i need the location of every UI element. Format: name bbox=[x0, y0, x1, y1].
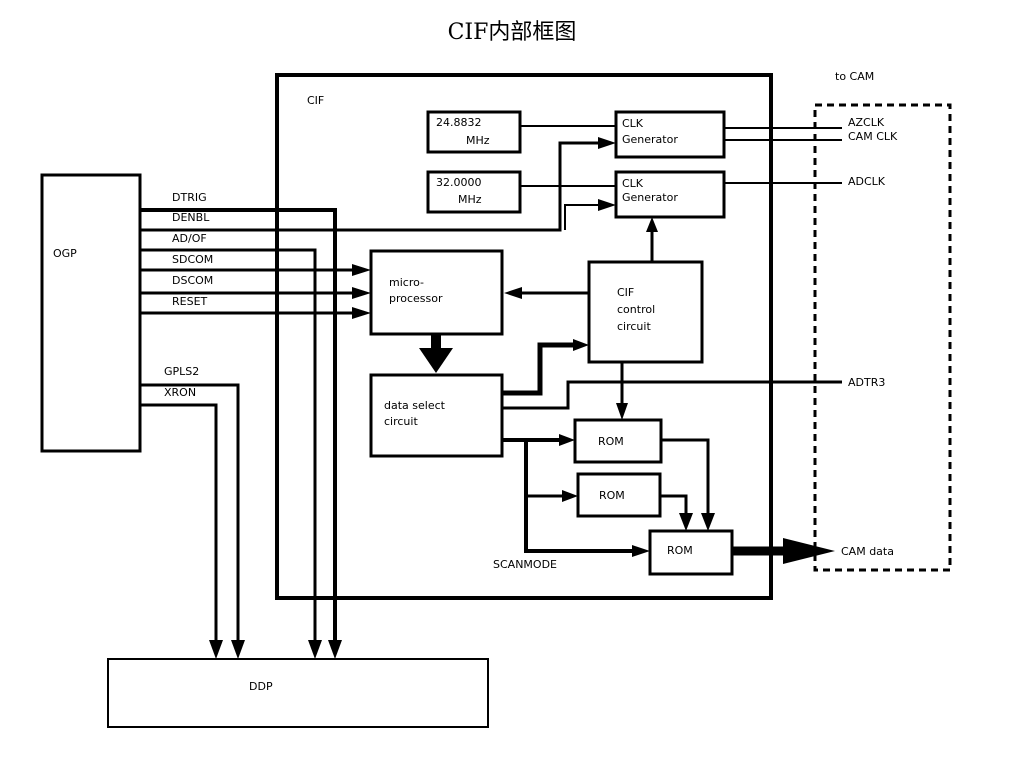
signal-camdata-label: CAM data bbox=[841, 545, 894, 558]
oscillator-24-block bbox=[426, 110, 522, 154]
signal-camclk-label: CAM CLK bbox=[848, 130, 898, 143]
signal-reset-label: RESET bbox=[172, 295, 208, 308]
ogp-label: OGP bbox=[53, 247, 77, 260]
arrow-denbl-clkgen1 bbox=[598, 137, 616, 149]
denbl-to-clkgen2 bbox=[564, 204, 602, 230]
control-circuit-line1: CIF bbox=[617, 286, 634, 299]
dtrig-line bbox=[140, 208, 337, 648]
rom-branch-vertical bbox=[524, 440, 634, 553]
clk-generator-2-line1: CLK bbox=[622, 177, 644, 190]
signal-denbl-label: DENBL bbox=[172, 211, 210, 224]
signal-xron-label: XRON bbox=[164, 386, 196, 399]
rom-3-block bbox=[648, 529, 734, 576]
microprocessor-line2: processor bbox=[389, 292, 443, 305]
arrow-adof-ddp bbox=[308, 640, 322, 659]
xron-line bbox=[140, 403, 218, 648]
clk-generator-1-block bbox=[614, 110, 726, 159]
arrow-dataselect-rom1 bbox=[559, 434, 575, 446]
data-select-line2: circuit bbox=[384, 415, 418, 428]
arrow-control-micro bbox=[504, 287, 522, 299]
arrow-sdcom-micro bbox=[352, 264, 371, 276]
oscillator-24-unit: MHz bbox=[466, 134, 490, 147]
arrow-denbl-clkgen2 bbox=[598, 199, 616, 211]
data-select-line1: data select bbox=[384, 399, 446, 412]
oscillator-24-freq: 24.8832 bbox=[436, 116, 482, 129]
arrow-xron-ddp bbox=[209, 640, 223, 659]
oscillator-32-unit: MHz bbox=[458, 193, 482, 206]
arrow-scanmode-rom3 bbox=[632, 545, 650, 557]
signal-dtrig-label: DTRIG bbox=[172, 191, 207, 204]
signal-dscom-label: DSCOM bbox=[172, 274, 213, 287]
ddp-label: DDP bbox=[249, 680, 273, 693]
arrow-dscom-micro bbox=[352, 287, 371, 299]
signal-adclk-label: ADCLK bbox=[848, 175, 886, 188]
signal-adtr3-label: ADTR3 bbox=[848, 376, 885, 389]
oscillator-32-block bbox=[426, 170, 522, 214]
control-circuit-block bbox=[587, 260, 704, 364]
signal-scanmode-label: SCANMODE bbox=[493, 558, 557, 571]
arrow-dtrig-ddp bbox=[328, 640, 342, 659]
cif-label: CIF bbox=[307, 94, 324, 107]
arrow-dataselect-rom2 bbox=[562, 490, 578, 502]
signal-adof-label: AD/OF bbox=[172, 232, 207, 245]
arrow-control-clkgen2 bbox=[646, 217, 658, 232]
oscillator-32-freq: 32.0000 bbox=[436, 176, 482, 189]
ogp-block bbox=[40, 173, 142, 453]
rom1-to-rom3 bbox=[661, 438, 710, 515]
gpls2-line bbox=[140, 383, 240, 648]
arrow-rom1-rom3 bbox=[701, 513, 715, 531]
to-cam-label: to CAM bbox=[835, 70, 874, 83]
clk-generator-1-line1: CLK bbox=[622, 117, 644, 130]
rom-1-label: ROM bbox=[598, 435, 624, 448]
rom2-to-rom3 bbox=[660, 494, 688, 515]
page-title: CIF内部框图 bbox=[447, 20, 577, 45]
data-select-circuit-block bbox=[369, 373, 504, 458]
clk-generator-2-line2: Generator bbox=[622, 191, 678, 204]
signal-gpls2-label: GPLS2 bbox=[164, 365, 199, 378]
ddp-block bbox=[107, 658, 489, 728]
adtr3-line bbox=[502, 380, 842, 410]
adof-line bbox=[140, 248, 317, 648]
arrow-dataselect-control bbox=[573, 339, 589, 351]
clk-generator-2-block bbox=[614, 170, 726, 219]
arrow-control-rom1 bbox=[616, 403, 628, 420]
arrow-gpls2-ddp bbox=[231, 640, 245, 659]
arrow-camdata-out bbox=[783, 538, 835, 564]
clk-generator-1-line2: Generator bbox=[622, 133, 678, 146]
arrow-reset-micro bbox=[352, 307, 371, 319]
rom-3-label: ROM bbox=[667, 544, 693, 557]
signal-sdcom-label: SDCOM bbox=[172, 253, 213, 266]
microprocessor-line1: micro- bbox=[389, 276, 424, 289]
signal-azclk-label: AZCLK bbox=[848, 116, 885, 129]
rom-2-block bbox=[576, 472, 662, 518]
arrow-rom2-rom3 bbox=[679, 513, 693, 531]
control-circuit-line3: circuit bbox=[617, 320, 651, 333]
dataselect-to-control bbox=[502, 342, 575, 396]
rom-2-label: ROM bbox=[599, 489, 625, 502]
control-circuit-line2: control bbox=[617, 303, 655, 316]
arrow-micro-dataselect bbox=[419, 348, 453, 373]
